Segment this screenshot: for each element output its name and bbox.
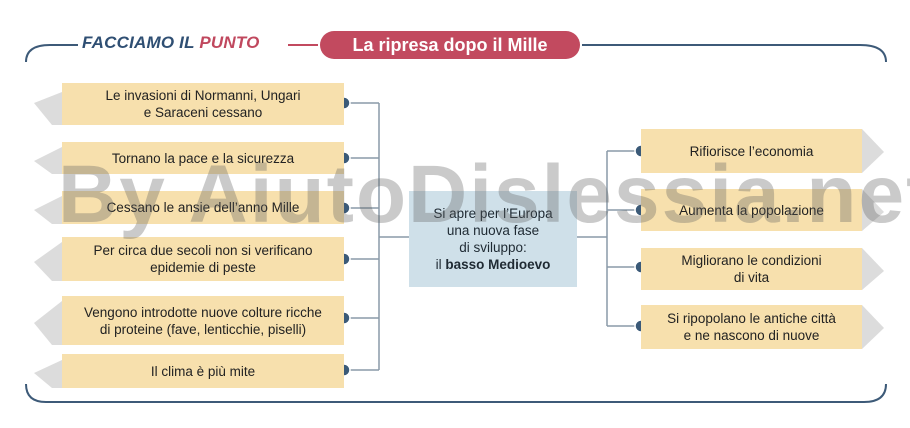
cause-box: Tornano la pace e la sicurezza — [62, 142, 344, 174]
effect-box: Aumenta la popolazione — [641, 189, 862, 231]
effect-text: Migliorano le condizioni — [681, 253, 822, 268]
effect-box: Si ripopolano le antiche città e ne nasco… — [641, 305, 862, 349]
cause-box: Per circa due secoli non si verificano ep… — [62, 237, 344, 281]
effect-text: Rifiorisce l’economia — [689, 143, 814, 159]
effect-text: e ne nascono di nuove — [683, 328, 820, 343]
center-text: Si apre per l’Europa — [433, 206, 553, 221]
cause-text: Vengono introdotte nuove colture ricche — [84, 304, 322, 320]
cause-box: Cessano le ansie dell’anno Mille — [62, 191, 344, 224]
central-concept: Si apre per l’Europa una nuova fase di s… — [409, 191, 577, 287]
center-text: una nuova fase — [446, 223, 540, 238]
cause-box: Le invasioni di Normanni, Ungari e Sarace… — [62, 83, 344, 125]
frame-top-left — [25, 44, 78, 63]
page-title: La ripresa dopo il Mille — [320, 31, 580, 59]
cause-text: Il clima è più mite — [150, 363, 256, 379]
effect-text: Si ripopolano le antiche città — [667, 311, 836, 326]
cause-text: Cessano le ansie dell’anno Mille — [106, 200, 300, 215]
cause-text: Le invasioni di Normanni, Ungari — [105, 88, 301, 103]
left-box-shadows — [34, 92, 62, 388]
right-connectors — [577, 150, 641, 327]
heading-accent: PUNTO — [199, 33, 260, 52]
effect-box: Migliorano le condizioni di vita — [641, 248, 862, 290]
section-heading: FACCIAMO IL PUNTO — [82, 33, 260, 53]
center-highlight: basso Medioevo — [445, 257, 551, 272]
right-box-shadows — [862, 129, 884, 349]
effect-text: Aumenta la popolazione — [679, 202, 824, 218]
cause-text: e Saraceni cessano — [143, 105, 263, 120]
frame-top-right — [582, 44, 887, 63]
cause-box: Il clima è più mite — [62, 354, 344, 388]
cause-text: di proteine (fave, lenticchie, piselli) — [99, 321, 307, 337]
cause-text: Per circa due secoli non si verificano — [93, 243, 313, 258]
effect-text: di vita — [733, 270, 770, 285]
center-text: di sviluppo: — [459, 240, 527, 255]
heading-label: FACCIAMO IL — [82, 33, 195, 52]
frame-bottom — [25, 383, 887, 403]
cause-text: epidemie di peste — [150, 260, 256, 275]
left-connectors — [344, 102, 409, 371]
cause-text: Tornano la pace e la sicurezza — [111, 150, 295, 166]
center-text: il — [435, 257, 446, 272]
effect-box: Rifiorisce l’economia — [641, 129, 862, 173]
